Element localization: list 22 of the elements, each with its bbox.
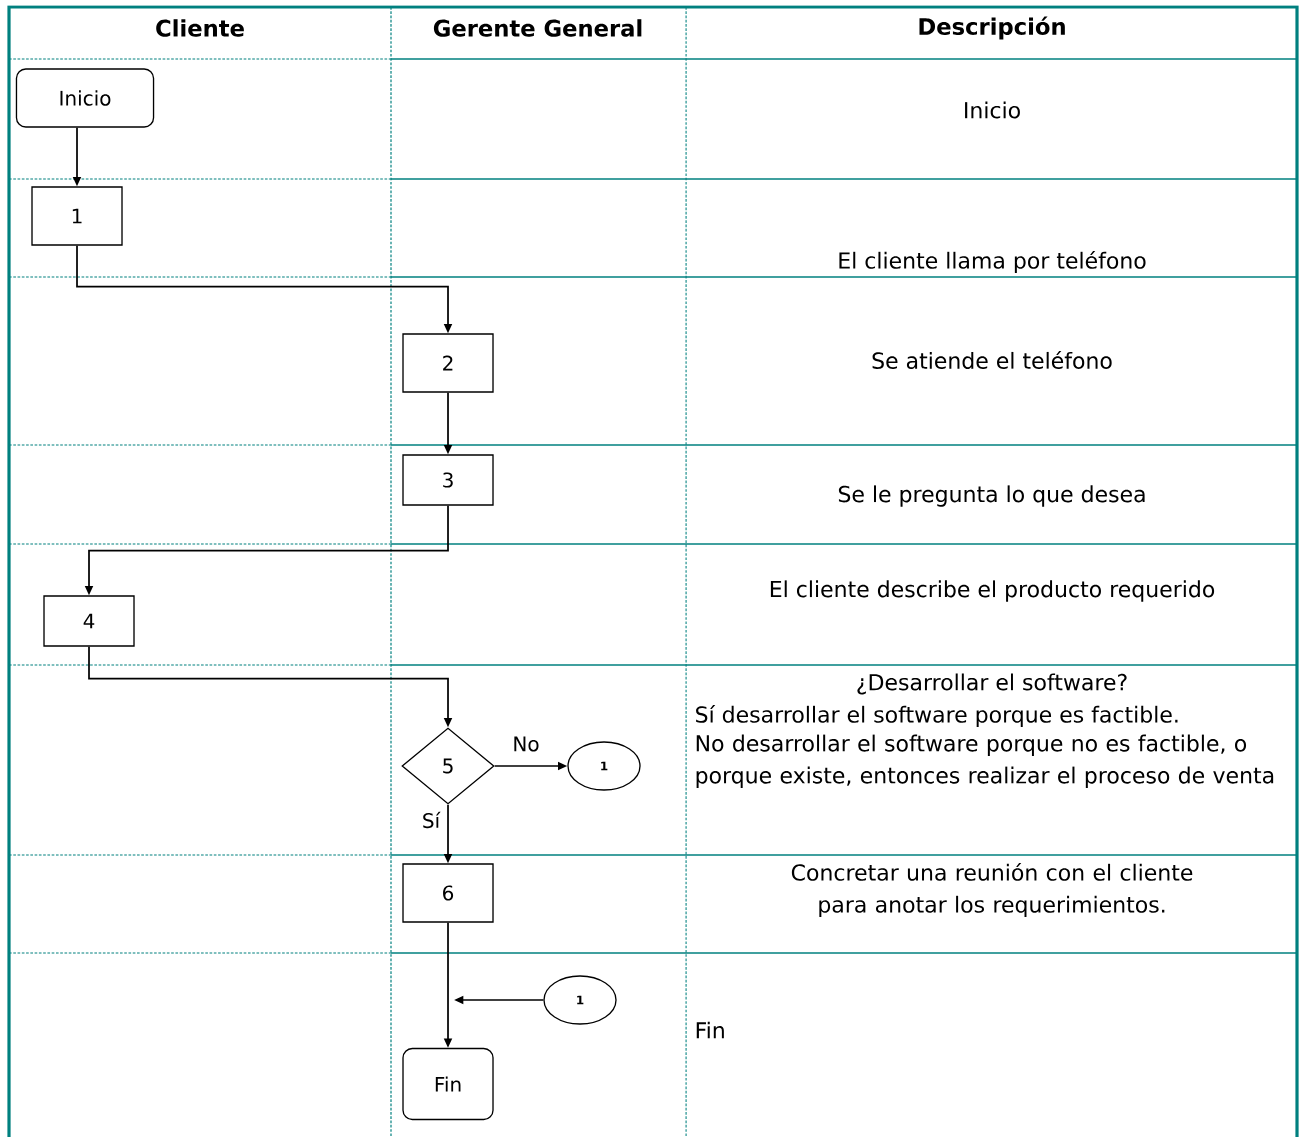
column-header: Cliente [156,19,244,37]
description-text: Se le pregunta lo que desea [838,485,1145,507]
description-text: Concretar una reunión con el cliente para anotar los requerimientos. [791,862,1193,918]
process-box: 1 [31,186,123,246]
column-header: Gerente General [433,19,642,37]
description-text: Fin [696,1021,724,1039]
process-box: 3 [402,454,494,506]
description-text: ¿Desarrollar el software? [857,673,1127,695]
terminal-box: Fin [402,1047,494,1121]
process-box: 2 [402,333,494,393]
process-box: 6 [402,863,494,923]
edge-label: No [511,735,541,753]
description-text: No desarrollar el software porque no es factible, o porque existe, entonces realizar el proceso de venta [696,734,1274,788]
column-header: Descripción [919,16,1065,40]
description-text: El cliente llama por teléfono [839,250,1146,274]
terminal-box: Inicio [15,68,155,128]
edge-label: Sí [420,810,442,830]
description-text: El cliente describe el producto requerido [770,580,1215,602]
description-text: Se atiende el teléfono [872,351,1112,369]
description-text: Sí desarrollar el software porque es factible. [696,704,1178,728]
process-box: 4 [43,595,135,647]
description-text: Inicio [965,101,1020,119]
